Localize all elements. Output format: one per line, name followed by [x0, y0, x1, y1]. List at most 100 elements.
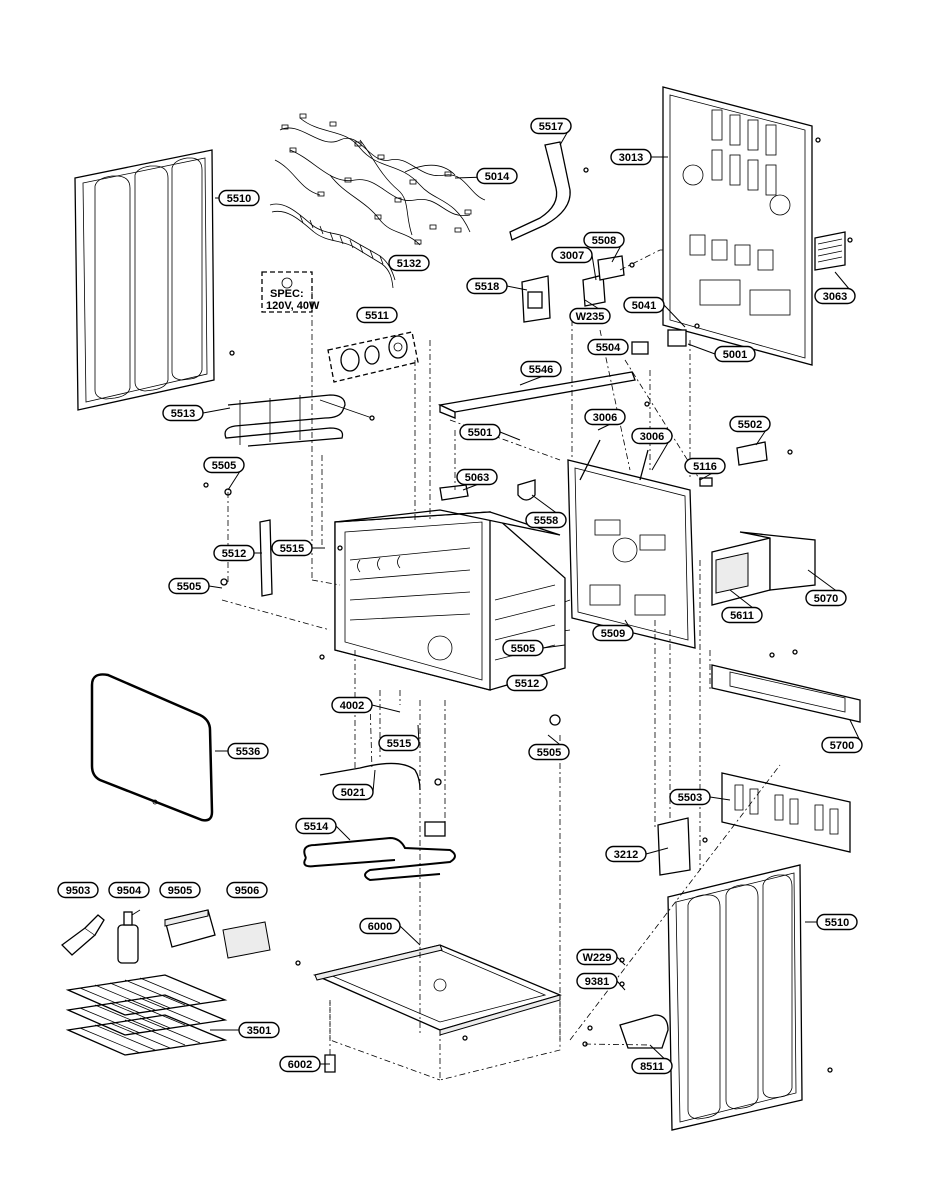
part-label-oval: [631, 1057, 673, 1075]
part-number: 9506: [235, 885, 259, 897]
part-label-9504: 9504: [108, 881, 150, 899]
part-label-oval: [805, 589, 847, 607]
part-number: 5504: [596, 342, 621, 354]
part-number: 6002: [288, 1059, 312, 1071]
part-label-5070: 5070: [805, 589, 847, 607]
part-label-5505-a: 5505: [203, 456, 245, 474]
part-label-oval: [551, 246, 593, 264]
part-label-oval: [814, 287, 856, 305]
part-label-oval: [583, 231, 625, 249]
part-number: 5501: [468, 427, 492, 439]
part-label-5515-a: 5515: [271, 539, 313, 557]
part-label-3212: 3212: [605, 845, 647, 863]
part-label-5546: 5546: [520, 360, 562, 378]
part-number: 5700: [830, 740, 854, 752]
part-label-oval: [271, 539, 313, 557]
part-label-9381: 9381: [576, 972, 618, 990]
part-number: 5503: [678, 792, 702, 804]
part-label-5014: 5014: [476, 167, 518, 185]
part-number: 9381: [585, 976, 609, 988]
part-label-oval: [279, 1055, 321, 1073]
part-label-5518: 5518: [466, 277, 508, 295]
part-number: 5001: [723, 349, 747, 361]
part-label-5505-c: 5505: [502, 639, 544, 657]
temp-probe: [319, 762, 442, 791]
part-label-5505-d: 5505: [528, 743, 570, 761]
part-label-oval: [168, 577, 210, 595]
part-label-oval: [610, 148, 652, 166]
part-label-oval: [331, 696, 373, 714]
part-number: 3006: [593, 412, 617, 424]
part-label-5503: 5503: [669, 788, 711, 806]
part-label-6002: 6002: [279, 1055, 321, 1073]
leader-line: [591, 254, 597, 281]
part-label-oval: [684, 457, 726, 475]
bracket-5502: [699, 441, 793, 487]
part-number: 5021: [341, 787, 365, 799]
part-label-oval: [592, 624, 634, 642]
part-number: 5070: [814, 593, 838, 605]
part-label-oval: [576, 948, 618, 966]
leader-line: [506, 285, 528, 291]
part-label-oval: [569, 307, 611, 325]
part-label-oval: [238, 1021, 280, 1039]
part-number: W235: [576, 311, 605, 323]
rear-panel: [662, 86, 821, 366]
part-label-5558: 5558: [525, 511, 567, 529]
part-number: 3063: [823, 291, 847, 303]
part-number: 5502: [738, 419, 762, 431]
part-label-oval: [631, 427, 673, 445]
part-number: 9503: [66, 885, 90, 897]
part-number: 5517: [539, 121, 563, 133]
part-label-5536: 5536: [227, 742, 269, 760]
part-number: 5505: [511, 643, 535, 655]
bottom-chassis: [711, 649, 861, 723]
part-number: 5512: [222, 548, 246, 560]
spec-line-1: SPEC:: [270, 288, 304, 300]
part-label-oval: [605, 845, 647, 863]
oven-cavity: [319, 509, 566, 726]
part-label-5514: 5514: [295, 817, 337, 835]
part-label-5515-b: 5515: [378, 734, 420, 752]
part-label-3007: 3007: [551, 246, 593, 264]
part-number: 5063: [465, 472, 489, 484]
spec-line-2: 120V, 40W: [266, 300, 320, 312]
small-brackets: [521, 255, 635, 323]
part-label-oval: [576, 972, 618, 990]
part-number: 5536: [236, 746, 260, 758]
accessory-scraper: [61, 914, 105, 956]
leader-line: [542, 644, 566, 649]
part-number: 3013: [619, 152, 643, 164]
part-number: 5546: [529, 364, 553, 376]
leader-line: [208, 585, 223, 589]
leader-line: [687, 343, 716, 355]
part-number: 3501: [247, 1025, 271, 1037]
part-label-8511: 8511: [631, 1057, 673, 1075]
lamp-assembly: [327, 331, 419, 383]
door-panel-bottom: [667, 864, 833, 1131]
lower-brackets: [657, 772, 851, 876]
part-label-5512-a: 5512: [213, 544, 255, 562]
part-label-oval: [721, 606, 763, 624]
door-hinge: [582, 957, 669, 1049]
leader-line: [371, 704, 401, 713]
part-label-3063: 3063: [814, 287, 856, 305]
part-label-5041: 5041: [623, 296, 665, 314]
part-number: 9505: [168, 885, 192, 897]
part-number: W229: [583, 952, 612, 964]
part-label-W229: W229: [576, 948, 618, 966]
leader-line: [399, 925, 421, 946]
part-label-5001: 5001: [714, 345, 756, 363]
leader-line: [616, 956, 626, 966]
part-label-oval: [506, 674, 548, 692]
part-label-oval: [332, 783, 374, 801]
support-bar: [437, 371, 650, 419]
leader-line: [709, 796, 731, 801]
assembly-guides: [221, 249, 781, 1081]
part-number: 5132: [397, 258, 421, 270]
part-label-oval: [162, 404, 204, 422]
part-label-5512-b: 5512: [506, 674, 548, 692]
part-label-5502: 5502: [729, 415, 771, 433]
leader-line: [645, 847, 669, 855]
